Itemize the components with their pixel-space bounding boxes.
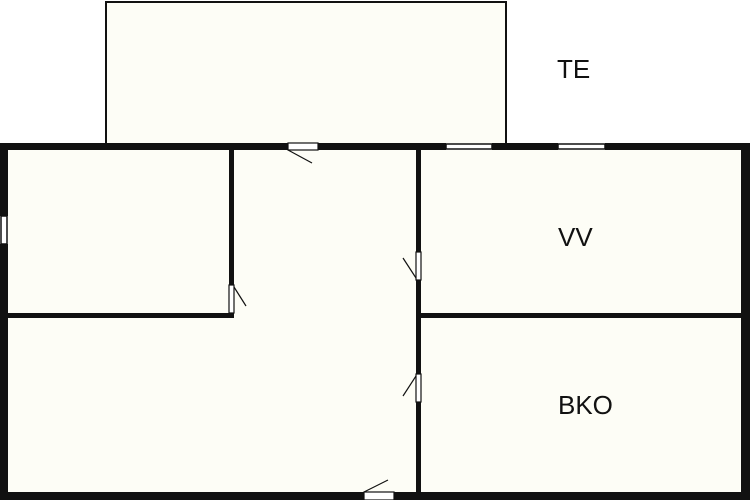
- door-frame-bottom: [363, 491, 395, 500]
- wall-top-mid: [318, 143, 446, 150]
- wall-inner-h1: [8, 313, 234, 318]
- door-frame-entrance-top: [287, 142, 319, 151]
- door-swing-entrance-top: [287, 149, 313, 164]
- door-frame-bko: [415, 373, 422, 403]
- room-label-bko: BKO: [558, 390, 613, 420]
- doors: [228, 142, 422, 500]
- room-top-left: [8, 150, 230, 314]
- room-label-te: TE: [557, 54, 591, 84]
- door-swing-bottom: [363, 479, 389, 493]
- room-bottom-left: [8, 318, 416, 492]
- wall-inner-v2-upper: [416, 150, 421, 252]
- wall-inner-v2-lower: [416, 402, 421, 492]
- room-bko: [421, 318, 741, 492]
- wall-left-upper: [0, 143, 8, 216]
- room-label-vv: VV: [558, 222, 593, 252]
- wall-bottom-left: [0, 492, 364, 500]
- room-vv: [421, 150, 741, 314]
- windows: [0, 143, 606, 245]
- door-swing-top-left-room: [233, 286, 247, 307]
- door-frame-vv: [415, 251, 422, 281]
- interior-walls: [8, 150, 741, 492]
- wall-left-lower: [0, 244, 8, 500]
- wall-top-right-a: [492, 143, 558, 150]
- terrace-area: [105, 1, 507, 146]
- window-left: [0, 215, 8, 245]
- door-frame-top-left-room: [228, 284, 235, 314]
- window-top-a: [445, 143, 493, 150]
- door-swing-vv: [402, 257, 417, 279]
- wall-right: [741, 143, 750, 500]
- window-top-b: [557, 143, 606, 150]
- wall-top-right-b: [605, 143, 750, 150]
- wall-inner-h2: [421, 313, 741, 318]
- wall-inner-v1: [229, 150, 234, 285]
- hallway: [234, 150, 416, 318]
- door-swing-bko: [402, 375, 417, 397]
- wall-top-left: [0, 143, 288, 150]
- outer-walls: [0, 143, 750, 500]
- wall-bottom-right: [394, 492, 750, 500]
- wall-inner-v2-mid: [416, 280, 421, 374]
